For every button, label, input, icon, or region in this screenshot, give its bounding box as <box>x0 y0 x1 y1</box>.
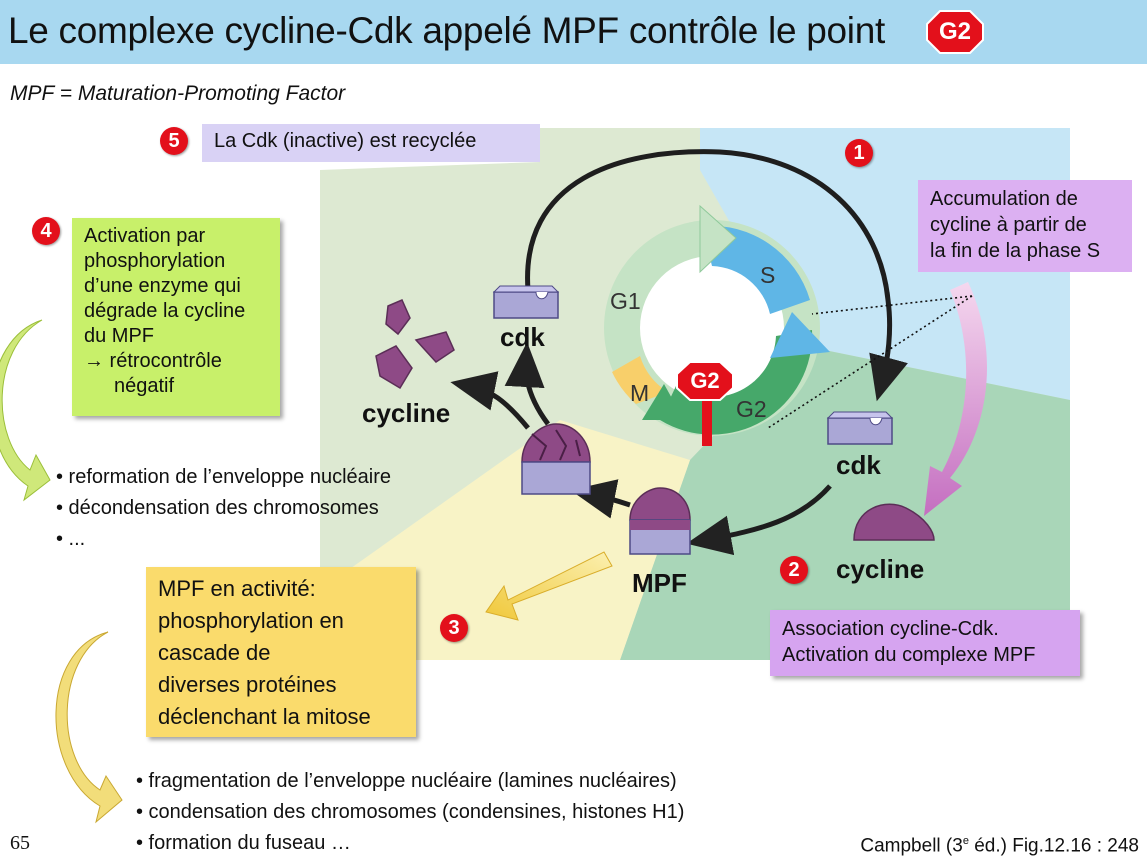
cycline-accumulation-box: Accumulation de cycline à partir de la f… <box>918 180 1132 272</box>
accumulation-line-1: Accumulation de <box>930 188 1078 210</box>
phosphorylated-mpf-icon <box>521 423 591 495</box>
cdk-top-label: cdk <box>500 322 545 352</box>
activation-line-7: négatif <box>114 375 175 397</box>
step-5-badge: 5 <box>160 127 188 155</box>
credit-suffix: éd.) Fig.12.16 : 248 <box>968 835 1139 857</box>
activity-arrow-icon <box>485 551 613 621</box>
yellow-curved-arrow-icon <box>55 631 123 824</box>
mitosis-events-list: • fragmentation de l’enveloppe nucléaire… <box>136 766 684 859</box>
list-item: • formation du fuseau … <box>136 832 351 854</box>
phase-s-label: S <box>760 262 776 288</box>
association-box: Association cycline-Cdk. Activation du c… <box>770 610 1080 676</box>
leader-lines <box>767 295 973 429</box>
g2-checkpoint-stop-icon: G2 <box>926 10 984 54</box>
cell-cycle-ring <box>604 204 830 446</box>
step-4-badge: 4 <box>32 217 60 245</box>
mpf-activity-line-4: diverses protéines <box>158 672 337 697</box>
accumulation-line-3: la fin de la phase S <box>930 240 1101 262</box>
cycle-g2-stop-icon: G2 <box>676 361 734 401</box>
subtitle: MPF = Maturation-Promoting Factor <box>10 82 346 105</box>
cdk-right-icon <box>826 411 894 445</box>
green-curved-arrow-icon <box>0 319 51 502</box>
cdk-recycled-box: La Cdk (inactive) est recyclée <box>202 124 540 162</box>
title-stop-label: G2 <box>938 18 971 45</box>
page-number: 65 <box>10 832 30 854</box>
cycline-right-icon <box>853 503 935 541</box>
list-item: • ... <box>56 528 86 550</box>
mpf-complex-icon <box>629 487 691 555</box>
list-item: • décondensation des chromosomes <box>56 497 379 519</box>
flow-arrows <box>450 149 908 556</box>
activation-feedback-box: Activation par phosphorylation d’une enz… <box>72 218 280 416</box>
list-item: • reformation de l’enveloppe nucléaire <box>56 466 391 488</box>
activation-line-6: → rétrocontrôle <box>84 350 222 372</box>
source-credit: Campbell (3e éd.) Fig.12.16 : 248 <box>860 835 1139 857</box>
cycle-stop-label: G2 <box>690 368 720 393</box>
step-3-badge: 3 <box>440 614 468 642</box>
activation-line-3: d’une enzyme qui <box>84 275 241 297</box>
accumulation-arrow-icon <box>924 282 988 516</box>
step-2-badge: 2 <box>780 556 808 584</box>
cycline-right-label: cycline <box>836 554 925 584</box>
activation-line-5: du MPF <box>84 325 155 347</box>
phase-g1-label: G1 <box>610 288 641 314</box>
page-title: Le complexe cycline-Cdk appelé MPF contr… <box>8 10 885 51</box>
phase-m-label: M <box>630 380 650 406</box>
credit-prefix: Campbell (3 <box>860 835 963 857</box>
list-item: • fragmentation de l’enveloppe nucléaire… <box>136 770 677 792</box>
activation-line-1: Activation par <box>84 225 206 247</box>
step-1-badge: 1 <box>845 139 873 167</box>
accumulation-line-2: cycline à partir de <box>930 214 1087 236</box>
post-mitosis-list: • reformation de l’enveloppe nucléaire •… <box>56 462 391 555</box>
cdk-right-label: cdk <box>836 450 881 480</box>
activation-line-2: phosphorylation <box>84 250 226 272</box>
mpf-label: MPF <box>632 568 687 598</box>
mpf-activity-line-2: phosphorylation en <box>158 608 344 633</box>
cycline-degraded-label: cycline <box>362 398 451 428</box>
degraded-cycline-icon <box>375 299 455 390</box>
mpf-activity-line-3: cascade de <box>158 640 271 665</box>
activation-line-4: dégrade la cycline <box>84 300 246 322</box>
association-line-2: Activation du complexe MPF <box>782 644 1036 666</box>
list-item: • condensation des chromosomes (condensi… <box>136 801 685 823</box>
cdk-top-icon <box>492 285 560 319</box>
phase-g2-label: G2 <box>736 396 767 422</box>
association-line-1: Association cycline-Cdk. <box>782 618 999 640</box>
credit-superscript: e <box>962 835 969 847</box>
mpf-activity-line-1: MPF en activité: <box>158 576 316 601</box>
mpf-activity-line-5: déclenchant la mitose <box>158 704 371 729</box>
mpf-activity-box: MPF en activité: phosphorylation en casc… <box>146 567 416 737</box>
